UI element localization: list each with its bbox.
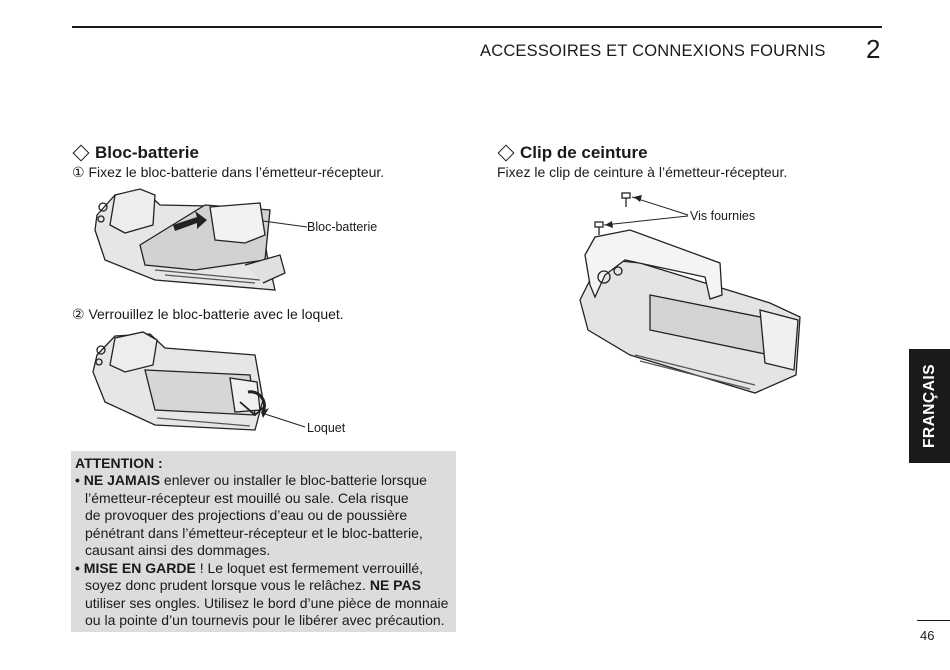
bullet-1-line-4: pénétrant dans l’émetteur-récepteur et l… (85, 524, 423, 541)
attention-bullet-2: • MISE EN GARDE ! Le loquet est fermemen… (75, 560, 423, 578)
page-number: 46 (920, 628, 935, 643)
attention-box: ATTENTION : • NE JAMAIS enlever ou insta… (71, 451, 456, 632)
do-not-emphasis: NE PAS (369, 577, 421, 593)
clip-section-title: Clip de ceinture (497, 143, 648, 163)
chapter-number: 2 (866, 34, 881, 64)
bullet-1-line-5: causant ainsi des dommages. (85, 542, 271, 558)
battery-callout: Bloc-batterie (307, 220, 378, 234)
header-rule (72, 26, 882, 28)
bullet-1-text: enlever ou installer le bloc-batterie lo… (160, 472, 427, 488)
attention-bullet-1: • NE JAMAIS enlever ou installer le bloc… (75, 472, 427, 490)
bullet-2-text: ! Le loquet est fermement verrouillé, (195, 559, 424, 576)
diamond-icon (497, 144, 515, 162)
bullet-2-line-3: utiliser ses ongles. Utilisez le bord d’… (85, 594, 449, 611)
bullet-1-line-2: l’émetteur-récepteur est mouillé ou sale… (85, 489, 409, 506)
language-tab: FRANÇAIS (909, 349, 950, 463)
battery-section-title: Bloc-batterie (72, 143, 199, 163)
clip-title-text: Clip de ceinture (520, 143, 648, 162)
page-header-title: ACCESSOIRES ET CONNEXIONS FOURNIS (480, 42, 826, 60)
footer-rule (917, 620, 950, 621)
bullet-marker: • (75, 559, 84, 576)
language-tab-label: FRANÇAIS (920, 363, 938, 449)
battery-step-2: ② Verrouillez le bloc-batterie avec le l… (72, 306, 344, 322)
battery-attach-illustration (94, 188, 308, 291)
bullet-2-line-2-text: soyez donc prudent lorsque vous le relâc… (85, 577, 370, 593)
warning-emphasis: MISE EN GARDE (83, 559, 196, 576)
never-emphasis: NE JAMAIS (83, 472, 161, 488)
battery-title-text: Bloc-batterie (95, 143, 199, 162)
screws-callout: Vis fournies (690, 209, 756, 223)
battery-latch-illustration (92, 331, 306, 431)
bullet-2-line-2: soyez donc prudent lorsque vous le relâc… (85, 577, 421, 595)
battery-step-1: ① Fixez le bloc-batterie dans l’émetteur… (72, 164, 385, 180)
bullet-1-line-3: de provoquer des projections d’eau ou de… (85, 507, 408, 523)
clip-text: Fixez le clip de ceinture à l’émetteur-r… (497, 164, 788, 180)
attention-title: ATTENTION : (75, 455, 163, 471)
bullet-2-line-4: ou la pointe d’un tournevis pour le libé… (85, 612, 445, 628)
latch-callout: Loquet (307, 421, 346, 435)
bullet-marker: • (75, 472, 84, 488)
belt-clip-illustration (579, 192, 801, 394)
diamond-icon (72, 144, 90, 162)
